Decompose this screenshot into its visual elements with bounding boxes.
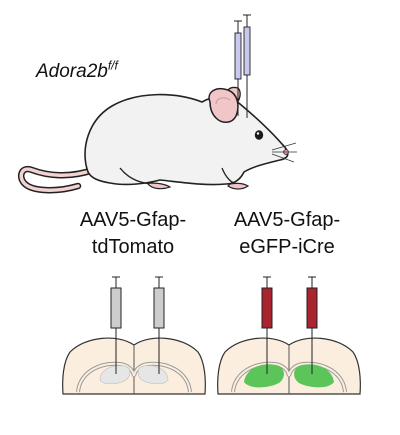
head-syringe-right [243, 26, 251, 76]
brain-section-icre [217, 337, 361, 395]
genotype-gene: Adora2b [36, 61, 108, 82]
head-syringes [234, 14, 251, 118]
transduced-area-left [244, 364, 284, 388]
brain-section-control [62, 337, 206, 395]
syringe-icre-1 [261, 287, 273, 329]
mouse-front-foot [227, 182, 250, 190]
injection-area-left [99, 365, 131, 385]
genotype-allele: f/f [107, 58, 118, 73]
mouse-body [84, 93, 289, 186]
syringe-icre-2 [306, 287, 318, 329]
mouse-hind-foot [147, 182, 172, 190]
mouse-tail-fill [19, 167, 95, 192]
vector-label-control-line1: AAV5-Gfap- [79, 209, 187, 231]
syringes-icre [261, 276, 318, 374]
syringe-control-1 [110, 287, 122, 329]
mouse-illustration [18, 86, 297, 194]
genotype-label: Adora2bf/f [36, 58, 118, 83]
syringe-control-2 [153, 287, 165, 329]
vector-label-icre-line1: AAV5-Gfap- [233, 209, 341, 231]
injection-area-right [137, 365, 169, 385]
transduced-area-right [294, 364, 334, 388]
vector-label-icre: AAV5-Gfap- eGFP-iCre [212, 207, 362, 261]
syringes-control [110, 276, 165, 374]
vector-label-control-line2: tdTomato [91, 236, 175, 258]
vector-label-control: AAV5-Gfap- tdTomato [58, 207, 208, 261]
mouse-ear-inner [215, 97, 231, 105]
mouse-front-ear [208, 88, 239, 123]
mouse-whiskers [271, 142, 297, 163]
mouse-eye-highlight [256, 132, 260, 135]
vector-label-icre-line2: eGFP-iCre [239, 236, 335, 258]
mouse-eye [254, 130, 264, 140]
head-syringe-left [234, 32, 242, 80]
